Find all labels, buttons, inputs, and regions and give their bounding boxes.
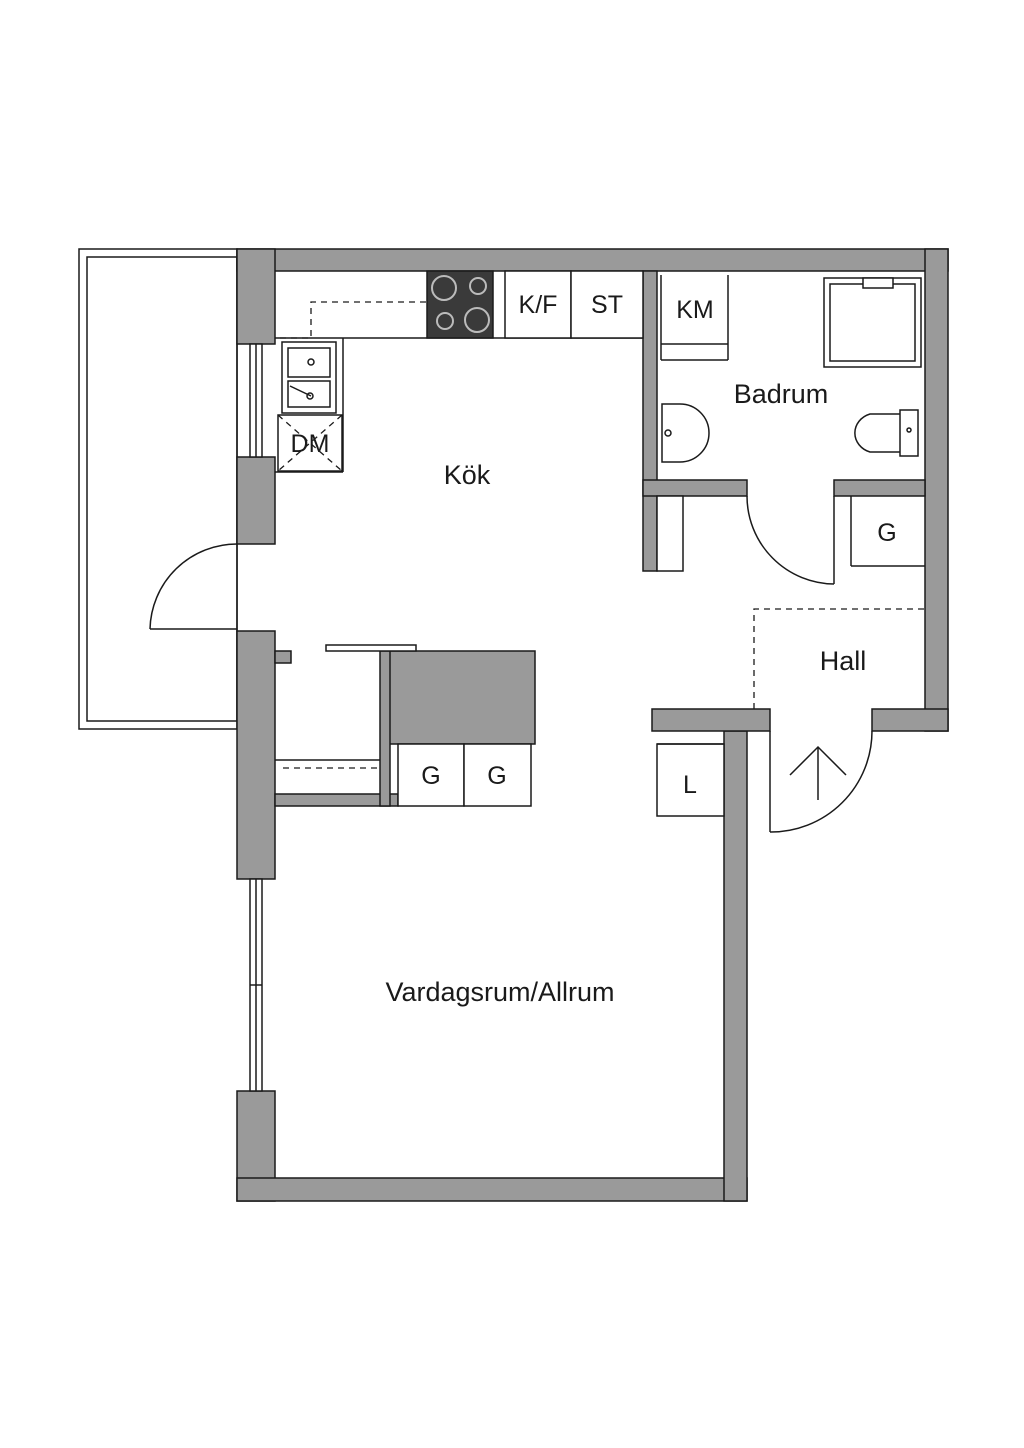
entrance-door[interactable] <box>769 730 873 833</box>
shelf-area <box>275 644 417 769</box>
fridge-freezer-label: K/F <box>519 291 558 319</box>
hall-boundary <box>753 608 925 709</box>
room-label-bathroom: Badrum <box>734 379 829 409</box>
closet-g-1: G <box>397 743 465 807</box>
window-living <box>249 878 263 1092</box>
bathroom-door[interactable] <box>746 495 835 585</box>
interior-walls <box>274 270 926 807</box>
room-label-living: Vardagsrum/Allrum <box>385 977 614 1007</box>
washbasin-icon <box>661 403 710 463</box>
fridge-freezer: K/F <box>504 270 572 339</box>
closet-hall-g-label: G <box>877 519 896 547</box>
room-label-kitchen: Kök <box>444 460 491 490</box>
window-kitchen <box>249 343 263 458</box>
hall-closet-stub <box>656 495 684 572</box>
exterior-walls <box>236 248 949 1202</box>
closet-l: L <box>656 743 725 817</box>
wardrobe-st-label: ST <box>591 291 623 319</box>
dishwasher-label: DM <box>291 430 330 458</box>
balcony <box>78 248 238 730</box>
toilet-icon <box>854 409 919 457</box>
stove-icon <box>426 270 494 339</box>
dishwasher: DM <box>277 414 343 472</box>
balcony-door[interactable] <box>149 543 238 630</box>
closet-g-1-label: G <box>421 762 440 790</box>
wardrobe-st: ST <box>570 270 644 339</box>
washing-machine: KM <box>660 275 729 361</box>
closet-g-2: G <box>463 743 532 807</box>
closet-l-label: L <box>683 771 697 799</box>
closet-g-2-label: G <box>487 762 506 790</box>
washing-machine-label: KM <box>676 296 714 324</box>
closet-hall-g: G <box>850 496 925 567</box>
room-label-hall: Hall <box>820 646 867 676</box>
shower-icon <box>823 277 922 368</box>
sink-icon <box>281 341 337 414</box>
